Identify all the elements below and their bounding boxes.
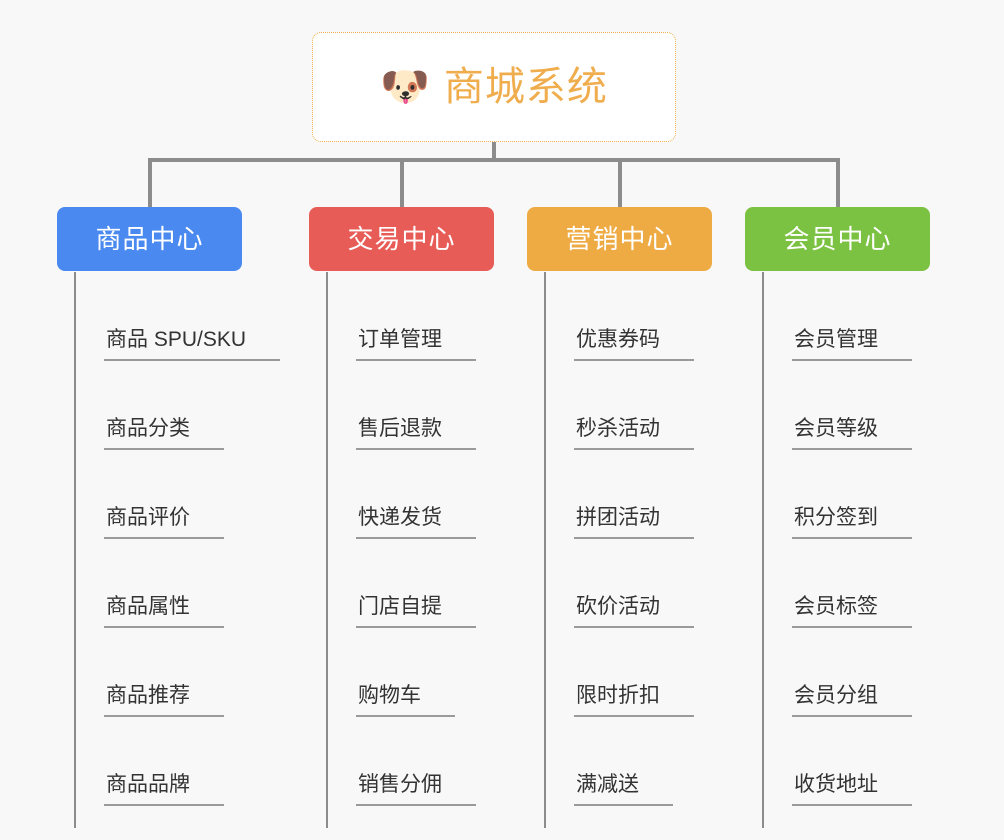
leaf-item-3-2[interactable]: 积分签到 <box>762 450 912 539</box>
branch-column-1: 订单管理 售后退款 快递发货 门店自提 购物车 销售分佣 <box>326 272 476 828</box>
leaf-label-1-1: 售后退款 <box>356 418 476 450</box>
root-node-shopping-mall-system[interactable]: 🐶 商城系统 <box>312 32 676 142</box>
leaf-label-2-0: 优惠券码 <box>574 329 694 361</box>
leaf-label-2-1: 秒杀活动 <box>574 418 694 450</box>
branch-column-0: 商品 SPU/SKU 商品分类 商品评价 商品属性 商品推荐 商品品牌 <box>74 272 281 828</box>
connector-drop-1 <box>148 158 152 208</box>
leaf-item-1-1[interactable]: 售后退款 <box>326 361 476 450</box>
leaf-label-0-4: 商品推荐 <box>104 685 224 717</box>
connector-drop-3 <box>618 158 622 208</box>
leaf-item-0-0[interactable]: 商品 SPU/SKU <box>74 272 281 361</box>
root-node-label: 商城系统 <box>443 65 608 109</box>
leaf-item-2-1[interactable]: 秒杀活动 <box>544 361 694 450</box>
leaf-label-1-0: 订单管理 <box>356 329 476 361</box>
leaf-item-3-4[interactable]: 会员分组 <box>762 628 912 717</box>
leaf-label-2-4: 限时折扣 <box>574 685 694 717</box>
branch-trunk-0 <box>74 272 76 828</box>
leaf-item-3-3[interactable]: 会员标签 <box>762 539 912 628</box>
connector-root-stem <box>492 142 496 162</box>
leaf-item-2-2[interactable]: 拼团活动 <box>544 450 694 539</box>
category-node-1[interactable]: 交易中心 <box>309 207 494 271</box>
category-label-3: 会员中心 <box>783 224 892 254</box>
category-label-2: 营销中心 <box>565 224 674 254</box>
leaf-label-1-3: 门店自提 <box>356 596 476 628</box>
category-node-0[interactable]: 商品中心 <box>57 207 242 271</box>
leaf-item-0-1[interactable]: 商品分类 <box>74 361 280 450</box>
leaf-label-3-2: 积分签到 <box>792 507 912 539</box>
branch-column-3: 会员管理 会员等级 积分签到 会员标签 会员分组 收货地址 <box>762 272 912 828</box>
leaf-item-0-5[interactable]: 商品品牌 <box>74 717 280 806</box>
leaf-item-1-4[interactable]: 购物车 <box>326 628 476 717</box>
category-node-3[interactable]: 会员中心 <box>745 207 930 271</box>
leaf-item-1-3[interactable]: 门店自提 <box>326 539 476 628</box>
leaf-label-2-2: 拼团活动 <box>574 507 694 539</box>
leaf-label-1-4: 购物车 <box>356 685 455 717</box>
leaf-label-2-5: 满减送 <box>574 774 673 806</box>
leaf-item-3-1[interactable]: 会员等级 <box>762 361 912 450</box>
leaf-label-1-2: 快递发货 <box>356 507 476 539</box>
leaf-label-3-3: 会员标签 <box>792 596 912 628</box>
leaf-label-2-3: 砍价活动 <box>574 596 694 628</box>
leaf-label-0-3: 商品属性 <box>104 596 224 628</box>
category-label-1: 交易中心 <box>347 224 456 254</box>
connector-drop-2 <box>400 158 404 208</box>
leaf-label-1-5: 销售分佣 <box>356 774 476 806</box>
leaf-label-3-0: 会员管理 <box>792 329 912 361</box>
leaf-label-0-1: 商品分类 <box>104 418 224 450</box>
dog-face-icon: 🐶 <box>380 65 430 109</box>
leaf-label-0-0: 商品 SPU/SKU <box>104 329 281 361</box>
leaf-item-3-5[interactable]: 收货地址 <box>762 717 912 806</box>
leaf-item-1-0[interactable]: 订单管理 <box>326 272 476 361</box>
leaf-label-3-4: 会员分组 <box>792 685 912 717</box>
leaf-item-1-2[interactable]: 快递发货 <box>326 450 476 539</box>
leaf-item-0-3[interactable]: 商品属性 <box>74 539 280 628</box>
leaf-item-0-4[interactable]: 商品推荐 <box>74 628 280 717</box>
leaf-item-2-3[interactable]: 砍价活动 <box>544 539 694 628</box>
leaf-item-1-5[interactable]: 销售分佣 <box>326 717 476 806</box>
branch-column-2: 优惠券码 秒杀活动 拼团活动 砍价活动 限时折扣 满减送 <box>544 272 694 828</box>
leaf-item-0-2[interactable]: 商品评价 <box>74 450 280 539</box>
leaf-item-3-0[interactable]: 会员管理 <box>762 272 912 361</box>
branch-trunk-1 <box>326 272 328 828</box>
category-label-0: 商品中心 <box>95 224 204 254</box>
leaf-label-0-2: 商品评价 <box>104 507 224 539</box>
branch-trunk-3 <box>762 272 764 828</box>
leaf-item-2-0[interactable]: 优惠券码 <box>544 272 694 361</box>
category-node-2[interactable]: 营销中心 <box>527 207 712 271</box>
connector-drop-4 <box>836 158 840 208</box>
leaf-label-0-5: 商品品牌 <box>104 774 224 806</box>
connector-horizontal-bus <box>148 158 840 162</box>
leaf-label-3-5: 收货地址 <box>792 774 912 806</box>
leaf-item-2-4[interactable]: 限时折扣 <box>544 628 694 717</box>
branch-trunk-2 <box>544 272 546 828</box>
leaf-item-2-5[interactable]: 满减送 <box>544 717 694 806</box>
leaf-label-3-1: 会员等级 <box>792 418 912 450</box>
